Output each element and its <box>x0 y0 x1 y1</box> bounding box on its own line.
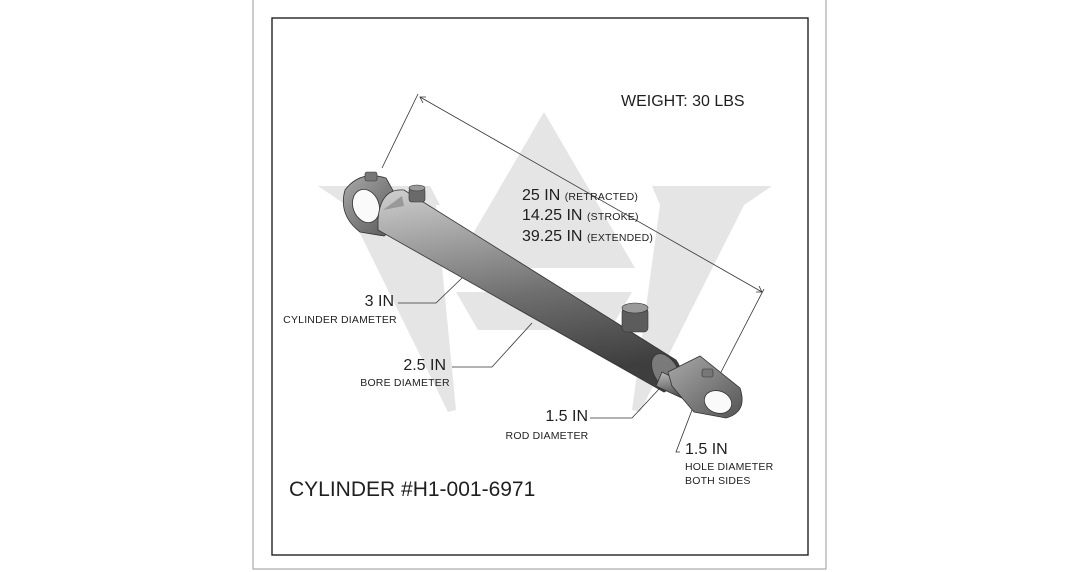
leader-cylinder-diameter <box>398 277 463 304</box>
stroke-note: (STROKE) <box>586 211 639 223</box>
hole-diameter-label: HOLE DIAMETER <box>685 461 774 473</box>
leader-hole-diameter <box>675 409 693 453</box>
right-clevis-fitting <box>701 368 714 378</box>
part-number-title: CYLINDER #H1-001-6971 <box>289 478 536 501</box>
retracted-length: 25 IN (RETRACTED) <box>522 187 638 205</box>
rod-diameter-value: 1.5 IN <box>545 408 588 425</box>
rod-diameter-label: ROD DIAMETER <box>505 430 589 442</box>
stroke-length: 14.25 IN (STROKE) <box>522 207 639 225</box>
inner-border <box>271 17 809 556</box>
leader-rod-diameter <box>590 387 661 419</box>
bore-diameter-label: BORE DIAMETER <box>360 377 450 389</box>
left-clevis-hole <box>352 189 380 223</box>
retracted-note: (RETRACTED) <box>564 191 639 203</box>
hole-diameter-value: 1.5 IN <box>685 441 728 458</box>
port-fitting-bottom <box>621 302 649 333</box>
extended-note: (EXTENDED) <box>586 232 654 244</box>
port-fitting-top <box>408 184 426 203</box>
extended-value: 39.25 IN <box>522 228 583 245</box>
right-clevis-hole <box>703 390 733 414</box>
weight-label: WEIGHT: 30 LBS <box>621 93 745 110</box>
leader-lines <box>398 277 693 453</box>
cylinder-diameter-label: CYLINDER DIAMETER <box>283 314 397 326</box>
length-dimension <box>381 93 765 375</box>
extended-length: 39.25 IN (EXTENDED) <box>522 228 653 246</box>
leader-bore-diameter <box>452 322 533 368</box>
stroke-value: 14.25 IN <box>522 207 583 224</box>
bore-diameter-value: 2.5 IN <box>403 357 446 374</box>
cylinder-diameter-value: 3 IN <box>364 293 394 310</box>
outer-border <box>252 0 827 570</box>
hole-diameter-note: BOTH SIDES <box>685 475 751 487</box>
left-clevis-fitting <box>364 171 378 182</box>
hydraulic-cylinder <box>342 171 743 419</box>
retracted-value: 25 IN <box>522 187 561 204</box>
